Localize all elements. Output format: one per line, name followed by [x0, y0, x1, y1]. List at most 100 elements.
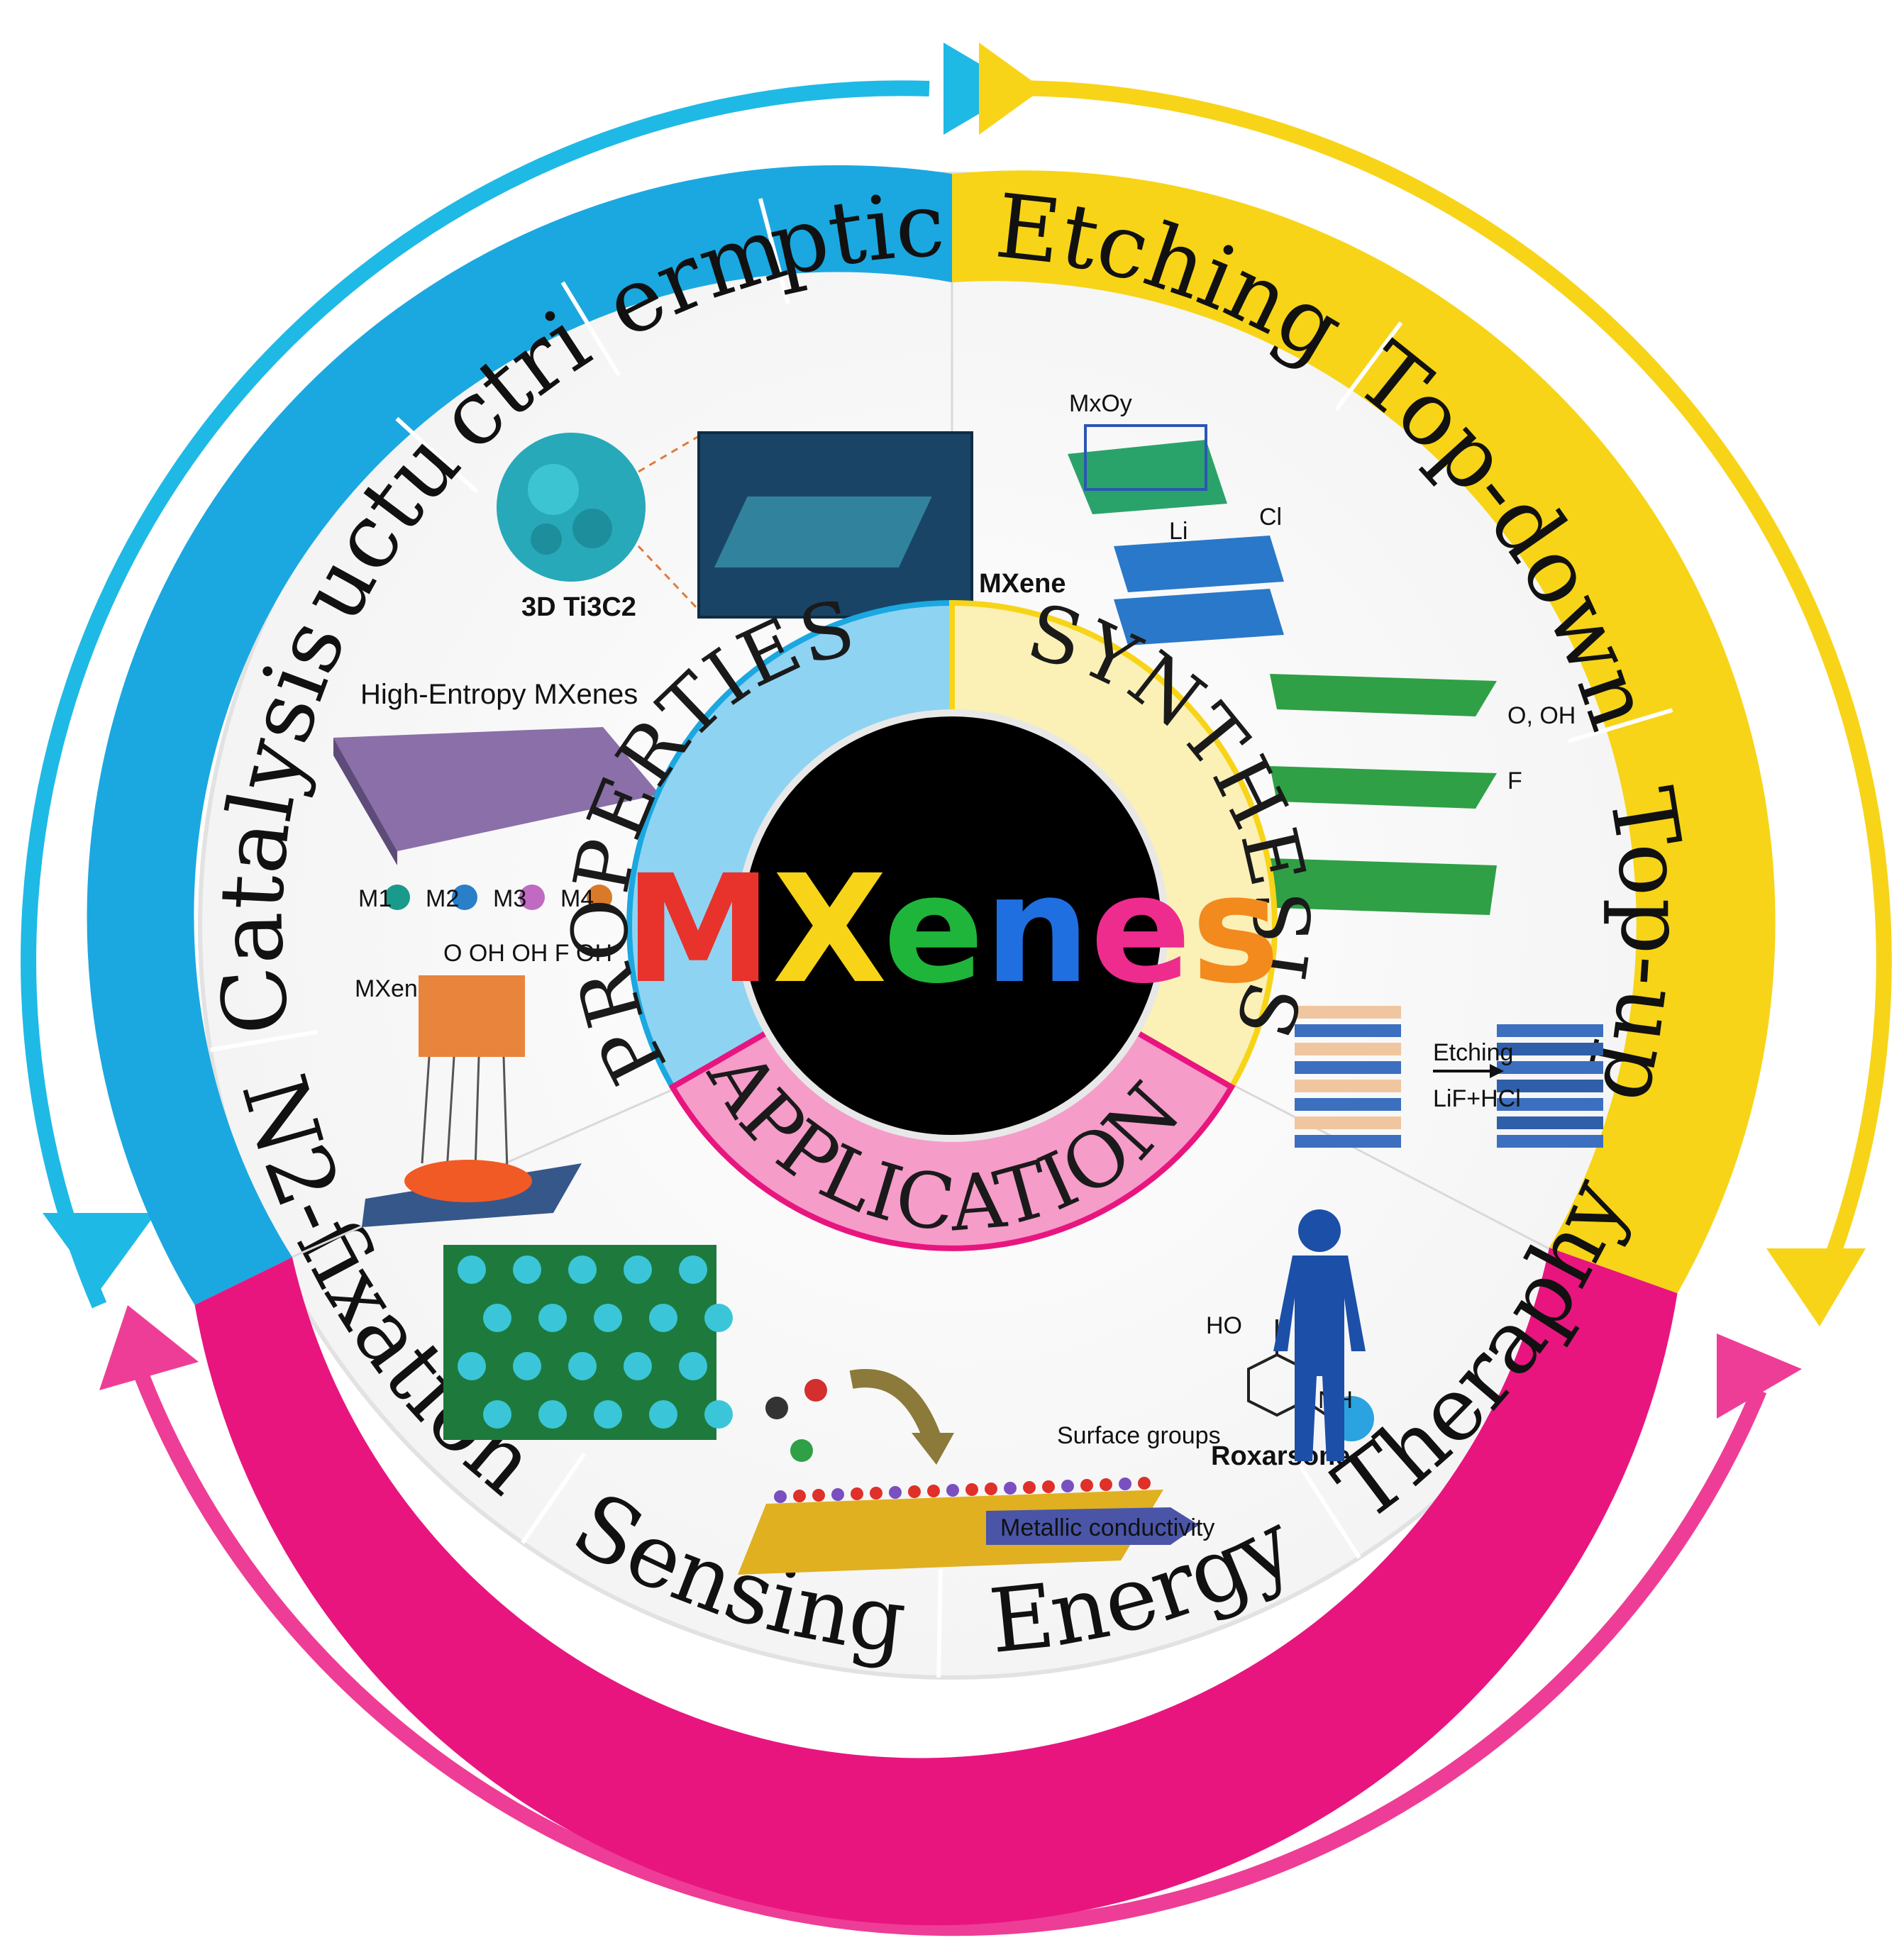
center-title-letter: e: [883, 843, 984, 1016]
catalysis-atom: [649, 1304, 677, 1332]
catalysis-atom: [704, 1304, 733, 1332]
legend-swatch: [384, 885, 410, 910]
mxoy-mxene-label: MXene: [979, 569, 1066, 599]
catalysis-atom: [624, 1352, 652, 1380]
sensing-surface-atom: [965, 1483, 978, 1496]
ring-divider: [1568, 708, 1673, 743]
center-title-letter: e: [1090, 843, 1191, 1016]
mxoy-label: MxOy: [1069, 390, 1132, 417]
sensing-surface-atom: [1023, 1481, 1036, 1494]
therapy-ho: HO: [1206, 1312, 1242, 1339]
center-title-letter: X: [773, 843, 885, 1016]
center-title: MXenes: [624, 843, 1280, 1016]
sensing-surface-atom: [1061, 1480, 1074, 1492]
legend-label: M3: [493, 885, 526, 912]
ring-dividers: [210, 198, 1673, 1678]
center-title-letter: n: [984, 843, 1090, 1016]
sensing-arrow-icon: [849, 1369, 942, 1443]
sensing-surface-atom: [831, 1488, 844, 1501]
ti3c2-sheet-image: [697, 431, 973, 619]
etching-layer: [1497, 1024, 1603, 1037]
catalysis-atom: [594, 1400, 622, 1429]
illustration-high-entropy: High-Entropy MXenes M1M2M3M4C: [333, 679, 675, 912]
illustration-terminations: O, OH F: [1270, 674, 1576, 915]
sensing-surface-atom: [1080, 1479, 1093, 1492]
etching-layer: [1295, 1006, 1401, 1019]
etching-layer: [1295, 1116, 1401, 1129]
sensing-conductivity-arrow: [986, 1507, 1199, 1545]
arrow-properties-arc: [21, 80, 930, 1309]
mxoy-li-label: Li: [1169, 518, 1188, 545]
sensing-conductivity-label: Metallic conductivity: [1000, 1514, 1214, 1541]
center-title-letter: M: [624, 843, 773, 1016]
etching-layer: [1295, 1061, 1401, 1074]
mxene-chain-label: MXene: [355, 975, 431, 1002]
catalysis-atom: [649, 1400, 677, 1429]
ring-synthesis: [952, 170, 1776, 1294]
sensing-surface-atom: [985, 1482, 997, 1495]
catalysis-atoms: [458, 1256, 733, 1429]
etching-layer: [1295, 1098, 1401, 1111]
illustration-therapy: HO OH NH Roxarsone: [1206, 1209, 1374, 1471]
etching-layer: [1497, 1043, 1603, 1055]
etching-layer: [1497, 1098, 1603, 1111]
ring-divider: [1334, 321, 1403, 411]
catalysis-atom: [538, 1400, 567, 1429]
termination-f: F: [1507, 767, 1522, 794]
sensing-surface-atom: [1119, 1478, 1131, 1490]
etching-layer: [1497, 1135, 1603, 1148]
etching-layer: [1295, 1043, 1401, 1055]
etching-reagent: LiF+HCl: [1433, 1085, 1521, 1112]
sensing-surface-atom: [851, 1487, 863, 1500]
ring-applications: [194, 1247, 1678, 1926]
etching-layer: [1497, 1116, 1603, 1129]
ring-divider: [1298, 1465, 1361, 1559]
catalysis-atom: [624, 1256, 652, 1284]
illustration-sensing: Surface groups Metallic conductivity: [738, 1369, 1221, 1575]
arrow-tail-pink-icon: [1717, 1334, 1802, 1419]
ring-divider: [560, 281, 621, 377]
ring-label-thermal: Thermal: [0, 0, 797, 358]
catalysis-atom: [458, 1352, 486, 1380]
etching-layer: [1497, 1080, 1603, 1092]
sensing-surface-atoms: [774, 1477, 1151, 1503]
catalysis-atom: [594, 1304, 622, 1332]
sensing-surface-atom: [1004, 1482, 1017, 1495]
arrow-head-yellow-icon: [1766, 1248, 1866, 1326]
termination-o-oh: O, OH: [1507, 702, 1576, 729]
illustration-catalysis: [443, 1245, 733, 1440]
arrow-tail-cyan-icon: [43, 1213, 156, 1291]
catalysis-atom: [513, 1256, 541, 1284]
ti3c2-label: 3D Ti3C2: [521, 592, 636, 622]
sensing-surface-atom: [774, 1490, 787, 1503]
catalysis-atom: [704, 1400, 733, 1429]
catalysis-atom: [568, 1256, 597, 1284]
high-entropy-lattice: [333, 727, 660, 851]
illustration-mxene-chain: MXene O OH OH F OH: [355, 940, 612, 1227]
etching-stack-before: [1295, 1006, 1401, 1148]
arrow-head-pink-icon: [99, 1305, 199, 1390]
ring-divider: [210, 1029, 318, 1053]
mxene-chain-groups: O OH OH F OH: [443, 940, 612, 967]
high-entropy-title: High-Entropy MXenes: [360, 679, 638, 710]
hub-core: [736, 709, 1168, 1142]
sensing-surface-atom: [927, 1485, 940, 1497]
mxoy-cl-label: Cl: [1259, 504, 1282, 531]
legend-swatch: [587, 885, 612, 910]
illustration-ti3c2: 3D Ti3C2: [497, 431, 973, 622]
ring-divider: [936, 1568, 943, 1678]
legend-label: M4: [560, 885, 594, 912]
illustration-mxoy: MxOy MXene Li Cl: [979, 390, 1284, 645]
outer-cycle-arrows: [21, 43, 1892, 1936]
sensing-surface-atom: [812, 1489, 825, 1502]
arrow-applications-arc: [134, 1373, 1767, 1936]
arrow-tail-yellow-icon: [979, 43, 1043, 135]
legend-swatch: [519, 885, 545, 910]
ring-divider: [758, 198, 790, 304]
etching-layer: [1295, 1135, 1401, 1148]
sensing-surface-label: Surface groups: [1057, 1422, 1221, 1449]
catalysis-atom: [483, 1304, 511, 1332]
catalysis-atom: [538, 1304, 567, 1332]
ring-divider: [521, 1452, 587, 1544]
